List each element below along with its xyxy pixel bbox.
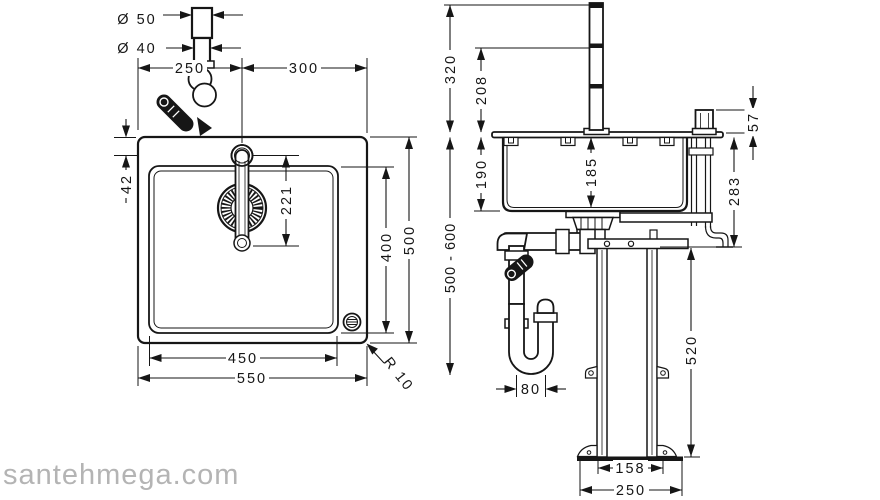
dim-faucet-position: 250 300 <box>137 58 368 143</box>
support-rail <box>619 212 713 223</box>
faucet-column-section <box>583 2 610 136</box>
dim-label-450: 450 <box>228 351 258 367</box>
mounting-clips <box>503 136 675 147</box>
foot-right <box>656 444 678 458</box>
dim-label-250: 250 <box>175 61 205 77</box>
dim-label-208: 208 <box>474 75 490 105</box>
dim-label-320: 320 <box>443 54 459 84</box>
dim-spout-reach: 221 <box>253 155 299 247</box>
dim-edge-to-faucet: 42 <box>114 119 137 203</box>
dim-bowl-length: 400 <box>341 166 395 334</box>
drain-knob-plan <box>342 312 362 332</box>
dim-label-400: 400 <box>379 232 395 262</box>
dim-label-190: 190 <box>474 159 490 189</box>
drain-control-section <box>688 109 733 248</box>
mounting-frame <box>576 238 689 461</box>
dim-label-283: 283 <box>727 176 743 206</box>
dim-pipe-dia-upper: Ø 50 <box>117 11 243 28</box>
dim-label-250-base: 250 <box>616 483 646 499</box>
trap-section <box>496 228 606 375</box>
dim-trap-offset: 80 <box>496 375 566 398</box>
dim-label-80: 80 <box>521 382 541 398</box>
watermark-text: santehmega.com <box>3 459 239 491</box>
drain-knob <box>694 109 714 130</box>
frame-head-bracket <box>587 238 689 250</box>
faucet-aerator <box>233 234 251 252</box>
base-plate <box>577 456 683 461</box>
strainer-flange <box>565 210 621 219</box>
dim-label-221: 221 <box>279 185 295 215</box>
dim-bowl-depth-inner: 185 <box>582 137 600 208</box>
dim-pipe-dia-lower: Ø 40 <box>117 41 241 57</box>
dim-label-42: 42 <box>119 174 135 194</box>
dim-overall-width: 550 <box>137 346 368 387</box>
dim-label-520: 520 <box>684 335 700 365</box>
dim-label-550: 550 <box>237 371 267 387</box>
dim-bowl-width: 450 <box>149 336 338 367</box>
foot-left <box>576 444 598 458</box>
dim-waste-drop: 283 <box>660 137 743 248</box>
dim-label-500-600: 500 - 600 <box>443 223 459 293</box>
dim-label-500: 500 <box>402 225 418 255</box>
spout-joint-band <box>589 43 603 48</box>
dim-frame-foot-width: 158 <box>597 460 664 477</box>
trap-pipe-dia50 <box>190 6 214 40</box>
section-view: 320 208 500 - 600 <box>441 2 762 499</box>
dim-label-r10: R 10 <box>380 354 416 394</box>
dim-label-dia50: Ø 50 <box>117 12 156 28</box>
dim-counter-height: 500 - 600 <box>441 137 459 375</box>
waste-and-rails <box>565 210 713 241</box>
dim-corner-radius: R 10 <box>366 343 416 395</box>
dim-overall-length: 500 <box>370 136 418 344</box>
dim-label-dia40: Ø 40 <box>117 41 156 57</box>
dim-knob-height: 57 <box>716 86 762 160</box>
sink-outline-plan <box>136 135 369 345</box>
dim-bowl-depth-outer: 190 <box>472 137 500 212</box>
dim-faucet-height: 320 <box>441 4 589 133</box>
dim-label-185: 185 <box>584 157 600 187</box>
dim-spout-height: 208 <box>472 47 589 133</box>
trap-pipe-dia40 <box>192 36 212 65</box>
faucet-plan <box>230 144 254 252</box>
dim-label-57: 57 <box>746 112 762 132</box>
dim-label-158: 158 <box>615 461 645 477</box>
dim-base-plate-width: 250 <box>579 461 683 499</box>
strainer-serration <box>221 187 263 229</box>
dishwasher-spigot <box>156 94 194 132</box>
dim-frame-height: 520 <box>682 248 700 458</box>
plan-view: Ø 50 Ø 40 250 300 <box>114 6 418 395</box>
dim-label-300: 300 <box>289 61 319 77</box>
